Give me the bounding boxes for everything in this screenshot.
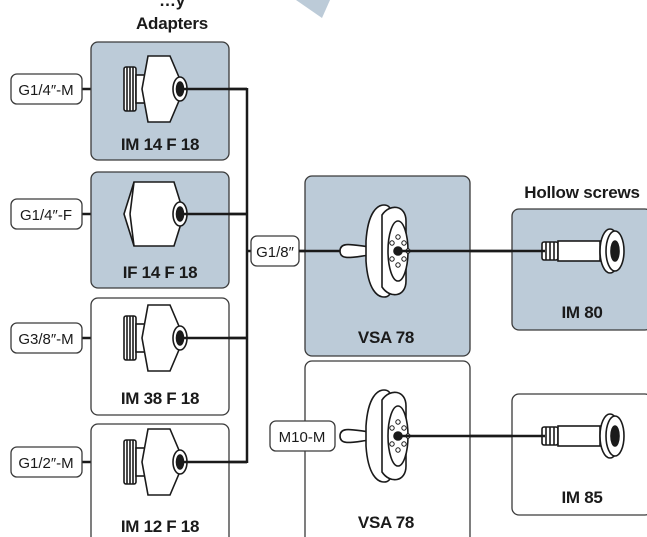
svg-text:G3/8″-M: G3/8″-M bbox=[18, 331, 73, 348]
adapter-name-4: IM 12 F 18 bbox=[121, 517, 199, 536]
cup-name-2: VSA 78 bbox=[358, 513, 414, 532]
screw-card-1[interactable]: IM 80 bbox=[511, 208, 647, 331]
hex-male-fitting-icon bbox=[123, 304, 188, 372]
cup-name-1: VSA 78 bbox=[358, 328, 414, 347]
adapter-name-1: IM 14 F 18 bbox=[121, 135, 199, 154]
header-hollow-screws: Hollow screws bbox=[524, 183, 640, 202]
adapter-name-3: IM 38 F 18 bbox=[121, 389, 199, 408]
adapter-card-4[interactable]: IM 12 F 18 bbox=[90, 423, 230, 537]
adapter-card-3[interactable]: IM 38 F 18 bbox=[90, 297, 230, 416]
suction-cup-icon bbox=[339, 204, 411, 298]
thread-tag-2: G1/4″-F bbox=[10, 198, 83, 230]
top-arrow-shape bbox=[296, 0, 330, 18]
cup-card-2[interactable]: VSA 78 bbox=[304, 360, 471, 537]
thread-tag-3: G3/8″-M bbox=[10, 322, 83, 354]
hollow-screw-icon bbox=[541, 413, 625, 459]
adapter-card-2[interactable]: IF 14 F 18 bbox=[90, 171, 230, 289]
cup-thread-tag-1: G1/8″ bbox=[250, 235, 300, 267]
screw-name-1: IM 80 bbox=[561, 303, 602, 322]
hex-male-fitting-icon bbox=[123, 55, 188, 123]
svg-text:M10-M: M10-M bbox=[279, 429, 326, 446]
hex-male-fitting-icon bbox=[123, 428, 188, 496]
hex-female-fitting-icon bbox=[123, 181, 188, 247]
svg-text:G1/4″-F: G1/4″-F bbox=[20, 207, 72, 224]
thread-tag-1: G1/4″-M bbox=[10, 73, 83, 105]
header-top-partial: …y bbox=[159, 0, 186, 10]
svg-text:G1/8″: G1/8″ bbox=[256, 244, 295, 261]
suction-cup-icon bbox=[339, 389, 411, 483]
thread-tag-4: G1/2″-M bbox=[10, 446, 83, 478]
cup-card-1[interactable]: VSA 78 bbox=[304, 175, 471, 357]
adapter-card-1[interactable]: IM 14 F 18 bbox=[90, 41, 230, 161]
header-adapters: Adapters bbox=[136, 14, 208, 33]
hollow-screw-icon bbox=[541, 228, 625, 274]
screw-card-2[interactable]: IM 85 bbox=[511, 393, 647, 516]
adapter-name-2: IF 14 F 18 bbox=[123, 263, 197, 282]
svg-text:G1/4″-M: G1/4″-M bbox=[18, 82, 73, 99]
cup-thread-tag-2: M10-M bbox=[269, 420, 336, 452]
svg-text:G1/2″-M: G1/2″-M bbox=[18, 455, 73, 472]
connector-overlays bbox=[182, 87, 545, 464]
screw-name-2: IM 85 bbox=[561, 488, 602, 507]
